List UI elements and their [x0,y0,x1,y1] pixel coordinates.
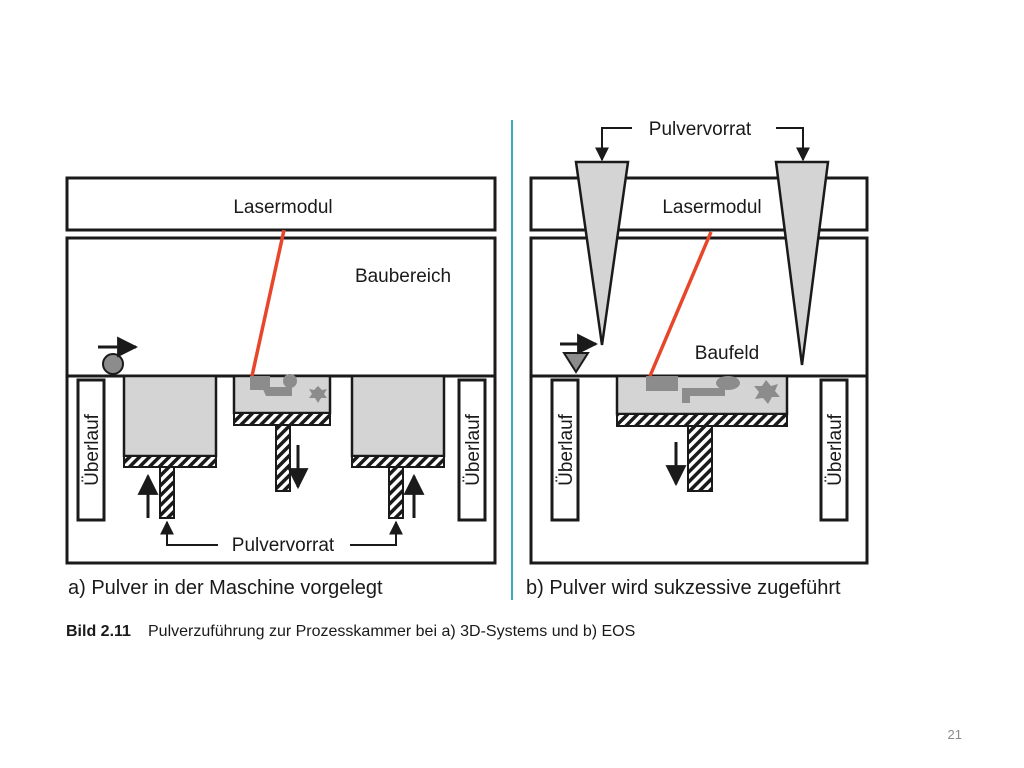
page-number: 21 [948,727,962,742]
piston-rod-left-a [159,466,175,519]
powder-hopper-left-b [574,160,630,346]
laser-module-label-b: Lasermodul [662,197,761,218]
overflow-right-label-b: Überlauf [825,413,846,486]
overflow-right-a [457,378,487,522]
build-rod-a [275,424,291,492]
caption-a: a) Pulver in der Maschine vorgelegt [68,577,383,599]
laser-beam-b [648,231,713,377]
build-part-a1 [250,376,270,390]
piston-rod-right-a [388,466,404,519]
powder-supply-label-a: Pulvervorrat [232,535,335,556]
overflow-right-label-a: Überlauf [463,413,484,486]
build-platform-b [616,413,788,427]
laser-module-box-a [65,176,497,232]
powder-cylinder-right-a [350,374,446,458]
build-part-b2 [682,388,725,403]
build-part-a2 [262,387,292,396]
build-area-label: Baubereich [355,266,451,287]
build-platform-a [233,412,331,426]
piston-right-a [351,455,445,468]
laser-beam-a [250,229,286,377]
build-part-b4 [754,380,780,404]
piston-left-a [123,455,217,468]
overflow-left-b [550,378,580,522]
panel-a: Lasermodul Baubereich Überlauf [65,176,497,599]
overflow-right-b [819,378,849,522]
figure-caption: Pulverzuführung zur Prozesskammer bei a)… [148,623,635,640]
overflow-left-a [76,378,106,522]
build-part-b1 [646,376,678,391]
leader-left-b [595,127,632,162]
caption-b: b) Pulver wird sukzessive zugeführt [526,577,841,599]
leader-right-b [776,127,810,162]
powder-hopper-right-b [774,160,830,366]
build-rod-b [687,425,713,492]
leader-right-a [350,520,403,546]
build-field-label: Baufeld [695,343,759,364]
laser-module-label-a: Lasermodul [233,197,332,218]
recoater-roller-a [102,353,124,375]
powder-cylinder-left-a [122,374,218,458]
panel-b: Pulvervorrat Lasermodul Baufeld Überlauf [526,119,869,599]
figure-number: Bild 2.11 [66,623,131,640]
leader-left-a [160,520,218,546]
recoater-blade-b [562,352,590,374]
powder-supply-label-b: Pulvervorrat [649,119,752,140]
overflow-left-label-b: Überlauf [556,413,577,486]
build-part-a4 [309,386,327,403]
build-part-a3 [283,374,297,388]
build-part-b3 [716,376,740,390]
overflow-left-label-a: Überlauf [82,413,103,486]
